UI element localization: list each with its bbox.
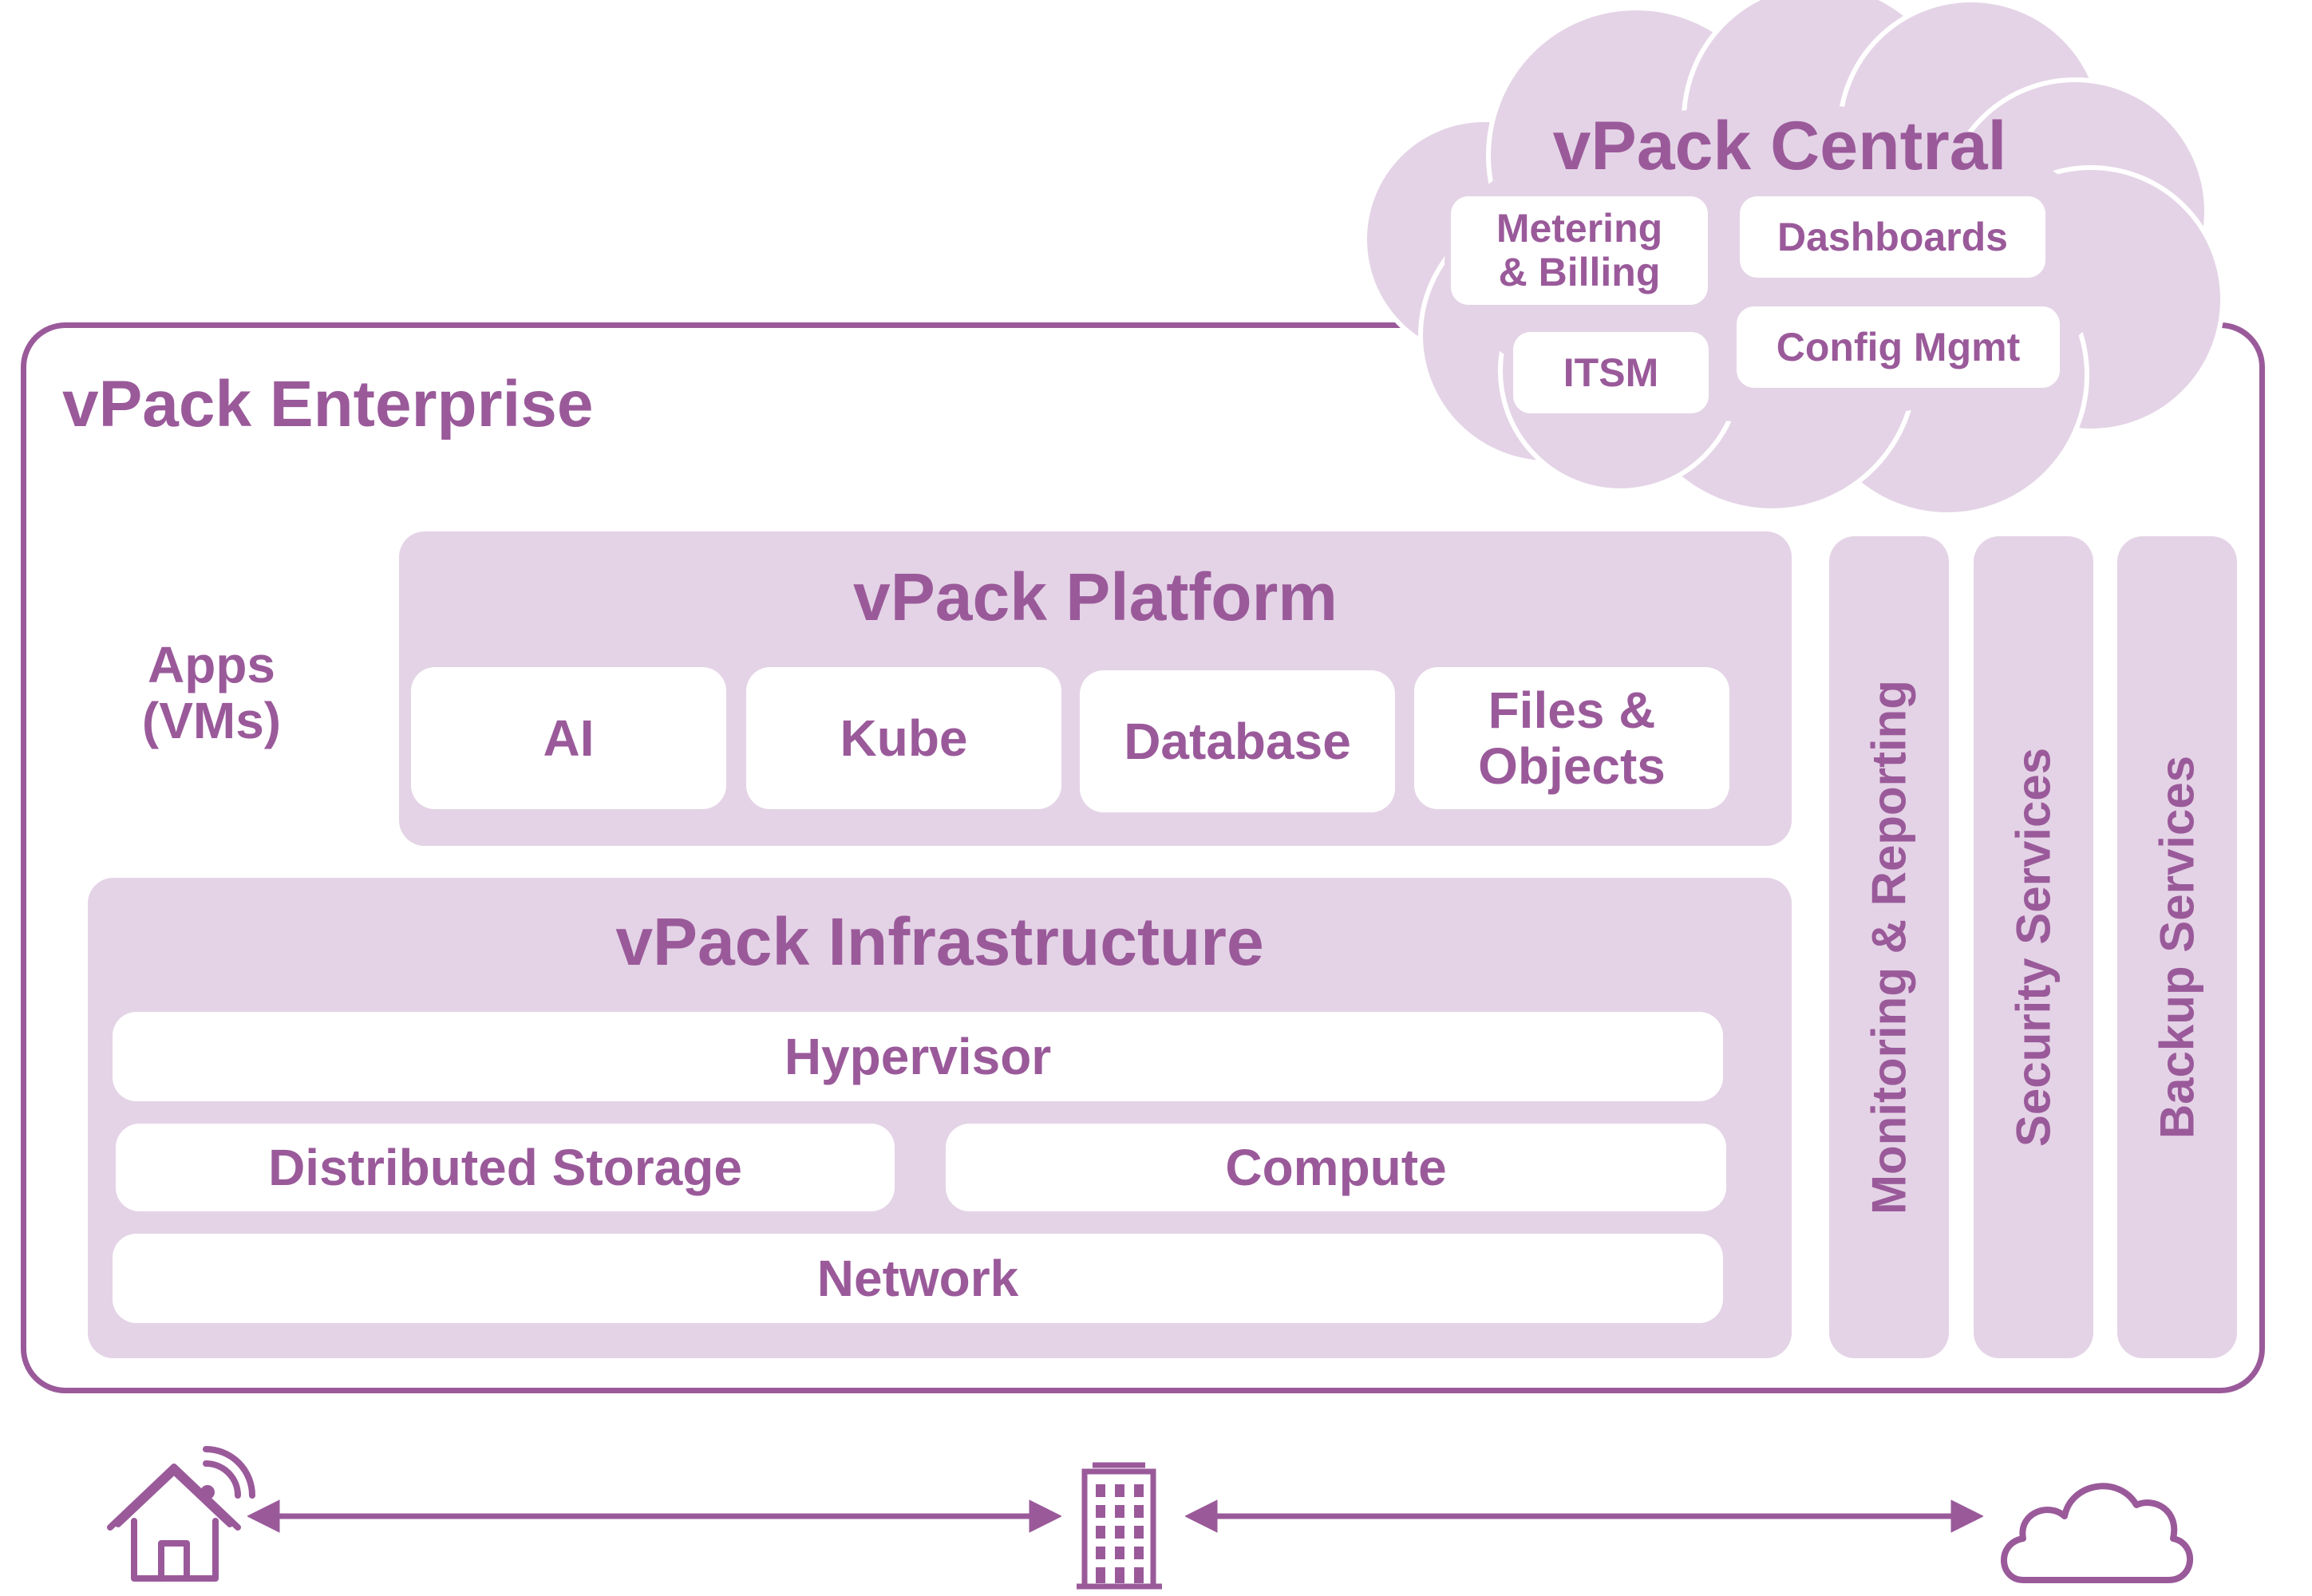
home-wifi-icon — [107, 1446, 255, 1582]
infra-distributed-storage: Distributed Storage — [116, 1124, 895, 1211]
central-item-config-mgmt: Config Mgmt — [1737, 306, 2060, 388]
central-item-dashboards: Dashboards — [1740, 196, 2045, 278]
arrow-home-to-building — [247, 1499, 1061, 1533]
files-objects-line2: Objects — [1478, 737, 1666, 795]
metering-line2: & Billing — [1498, 250, 1661, 294]
apps-label-line2: (VMs) — [141, 692, 282, 749]
infra-compute: Compute — [946, 1124, 1726, 1211]
arrow-building-to-cloud — [1185, 1499, 1983, 1533]
platform-item-ai: AI — [411, 667, 726, 809]
dashboards-label: Dashboards — [1777, 214, 2008, 259]
security-services-label: Security Services — [2006, 747, 2061, 1148]
side-column-security-services: Security Services — [1974, 536, 2093, 1358]
monitoring-reporting-label: Monitoring & Reporting — [1862, 680, 1916, 1215]
apps-label: Apps (VMs) — [96, 621, 327, 764]
side-column-monitoring-reporting: Monitoring & Reporting — [1829, 536, 1949, 1358]
distributed-storage-label: Distributed Storage — [268, 1138, 742, 1196]
platform-item-database: Database — [1080, 670, 1395, 812]
backup-services-label: Backup Services — [2150, 755, 2204, 1140]
kube-label: Kube — [840, 709, 968, 767]
platform-item-kube: Kube — [746, 667, 1061, 809]
central-title: vPack Central — [1552, 107, 2007, 184]
side-column-backup-services: Backup Services — [2117, 536, 2237, 1358]
metering-line1: Metering — [1496, 206, 1663, 251]
enterprise-title: vPack Enterprise — [62, 368, 594, 440]
infrastructure-title: vPack Infrastructure — [615, 903, 1264, 979]
database-label: Database — [1124, 712, 1351, 770]
central-item-itsm: ITSM — [1513, 332, 1709, 413]
infra-hypervisor: Hypervisor — [113, 1012, 1723, 1101]
central-item-metering-billing: Metering & Billing — [1451, 196, 1708, 305]
ai-label: AI — [543, 709, 595, 767]
hypervisor-label: Hypervisor — [784, 1027, 1052, 1085]
config-mgmt-label: Config Mgmt — [1776, 324, 2021, 369]
office-building-icon — [1077, 1462, 1162, 1590]
files-objects-line1: Files & — [1488, 681, 1656, 739]
apps-label-line1: Apps — [148, 635, 275, 693]
itsm-label: ITSM — [1563, 350, 1659, 395]
compute-label: Compute — [1225, 1138, 1447, 1196]
platform-title: vPack Platform — [853, 559, 1338, 634]
network-label: Network — [816, 1249, 1019, 1307]
infra-network: Network — [113, 1234, 1723, 1323]
platform-item-files-objects: Files & Objects — [1414, 667, 1729, 809]
cloud-icon — [2001, 1483, 2194, 1583]
